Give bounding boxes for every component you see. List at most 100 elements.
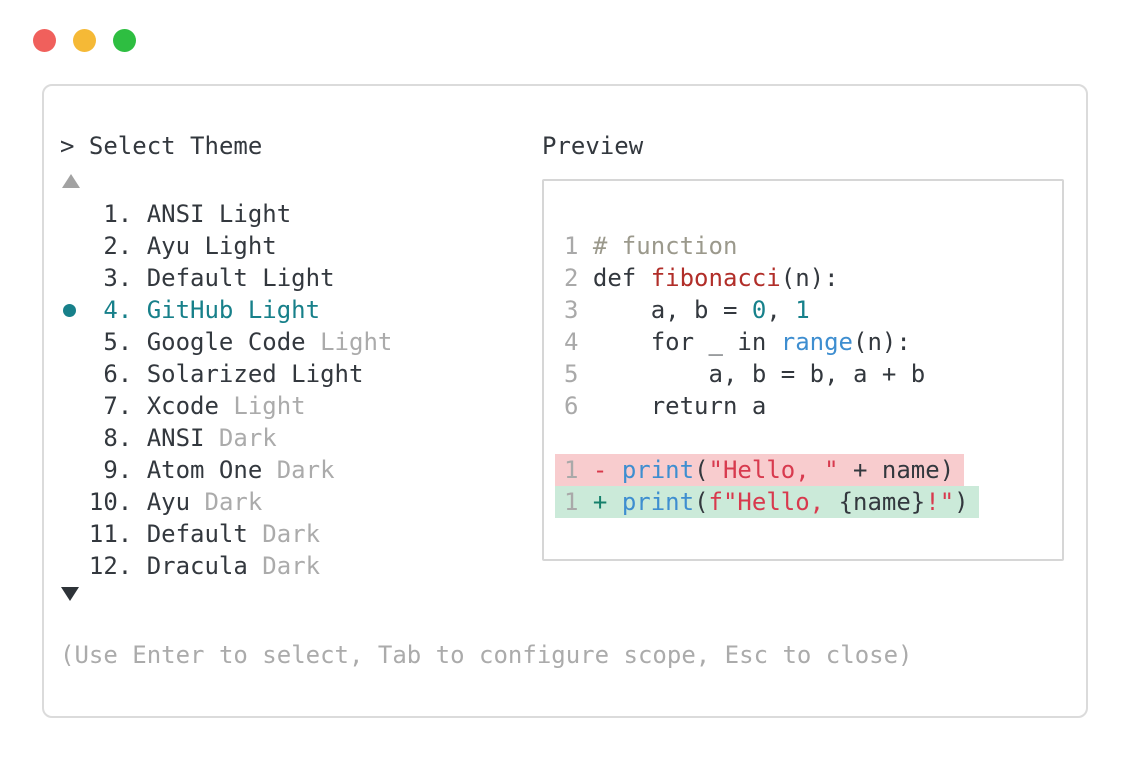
select-theme-title: > Select Theme [60,132,263,160]
theme-name-part: Atom One [146,456,263,484]
code-segment-plain: + name) [838,456,955,484]
close-button[interactable] [33,29,56,52]
code-segment-number: 0 [751,296,767,324]
theme-name-part: Xcode [146,392,219,420]
theme-item-ansi-dark[interactable]: 8. ANSI Dark [60,422,392,454]
theme-number: 8. [88,424,147,452]
theme-number: 4. [88,296,147,324]
theme-item-ansi-light[interactable]: 1. ANSI Light [60,198,392,230]
code-segment-plain: {name} [838,488,926,516]
code-line-code: 1 # function [564,230,1062,262]
code-segment-plain: (n): [853,328,911,356]
selected-bullet-icon [63,304,76,317]
theme-item-default-light[interactable]: 3. Default Light [60,262,392,294]
theme-name-part: Solarized Light [146,360,364,388]
code-line-code: 4 for _ in range(n): [564,326,1062,358]
theme-name-part: Light [218,392,306,420]
theme-list: 1. ANSI Light 2. Ayu Light 3. Default Li… [60,198,392,582]
code-segment-builtin: range [780,328,853,356]
code-segment-linenum: 5 [564,360,593,388]
code-line-code: 2 def fibonacci(n): [564,262,1062,294]
theme-name-part: Dark [247,520,321,548]
code-segment-builtin: print [621,488,695,516]
code-segment-linenum: 2 [564,264,593,292]
theme-number: 11. [88,520,147,548]
code-segment-linenum: 1 [564,232,593,260]
theme-number: 7. [88,392,147,420]
code-line-deletion: 1 - print("Hello, " + name) [555,454,1062,486]
code-segment-plain: for _ in [592,328,781,356]
theme-item-default-dark[interactable]: 11. Default Dark [60,518,392,550]
theme-number: 2. [88,232,147,260]
window-controls [33,29,136,52]
code-line-code: 3 a, b = 0, 1 [564,294,1062,326]
code-segment-plain: , [766,296,796,324]
theme-item-atom-one-dark[interactable]: 9. Atom One Dark [60,454,392,486]
code-segment-plain: ) [954,488,969,516]
code-segment-builtin: print [621,456,695,484]
theme-name-part: Ayu Light [146,232,277,260]
theme-number: 6. [88,360,147,388]
theme-name-part: Dark [190,488,263,516]
code-segment-linenum: 6 [564,392,593,420]
code-line-code: 5 a, b = b, a + b [564,358,1062,390]
code-segment-string: "Hello, " [708,456,839,484]
theme-name-part: Default [146,520,248,548]
code-segment-plain: def [592,264,651,292]
theme-name-part: Dark [262,456,335,484]
addition-highlight: 1 + print(f"Hello, {name}!") [555,486,979,518]
code-segment-addition-marker: + [592,488,622,516]
theme-number: 5. [88,328,147,356]
theme-picker-panel: > Select Theme Preview 1. ANSI Light 2. … [42,84,1088,718]
code-segment-plain: a, b = [592,296,752,324]
code-segment-plain: a, b = b, a + b [592,360,926,388]
theme-name-part: GitHub Light [146,296,321,324]
theme-name-part: ANSI Light [146,200,292,228]
code-blank-line [564,422,1062,454]
theme-name-part: ANSI [146,424,205,452]
theme-number: 10. [88,488,147,516]
code-segment-plain: return a [592,392,767,420]
theme-name-part: Dark [247,552,321,580]
theme-item-github-light[interactable]: 4. GitHub Light [60,294,392,326]
code-segment-comment: # function [592,232,738,260]
minimize-button[interactable] [73,29,96,52]
theme-name-part: Ayu [146,488,191,516]
code-segment-string: !" [925,488,955,516]
code-segment-plain: (n): [780,264,839,292]
theme-number: 1. [88,200,147,228]
theme-name-part: Dracula [146,552,248,580]
code-segment-linenum: 1 [564,456,593,484]
theme-item-ayu-light[interactable]: 2. Ayu Light [60,230,392,262]
theme-number: 9. [88,456,147,484]
code-line-code: 6 return a [564,390,1062,422]
code-segment-function: fibonacci [650,264,781,292]
theme-item-solarized-light[interactable]: 6. Solarized Light [60,358,392,390]
code-segment-string: f"Hello, [708,488,839,516]
theme-name-part: Dark [204,424,277,452]
code-segment-linenum: 1 [564,488,593,516]
scroll-up-icon[interactable] [62,174,80,188]
keyboard-hints: (Use Enter to select, Tab to configure s… [60,641,913,669]
theme-item-xcode-light[interactable]: 7. Xcode Light [60,390,392,422]
theme-name-part: Google Code [146,328,306,356]
theme-name-part: Default Light [146,264,335,292]
theme-item-google-code-light[interactable]: 5. Google Code Light [60,326,392,358]
theme-number: 3. [88,264,147,292]
code-segment-number: 1 [795,296,810,324]
theme-name-part: Light [305,328,393,356]
theme-item-ayu-dark[interactable]: 10. Ayu Dark [60,486,392,518]
code-segment-plain: ( [694,488,709,516]
scroll-down-icon[interactable] [61,587,79,601]
code-segment-plain: ( [694,456,709,484]
code-segment-linenum: 4 [564,328,593,356]
deletion-highlight: 1 - print("Hello, " + name) [555,454,965,486]
code-segment-linenum: 3 [564,296,593,324]
theme-item-dracula-dark[interactable]: 12. Dracula Dark [60,550,392,582]
code-segment-deletion-marker: - [592,456,622,484]
code-line-addition: 1 + print(f"Hello, {name}!") [555,486,1062,518]
theme-number: 12. [88,552,147,580]
maximize-button[interactable] [113,29,136,52]
